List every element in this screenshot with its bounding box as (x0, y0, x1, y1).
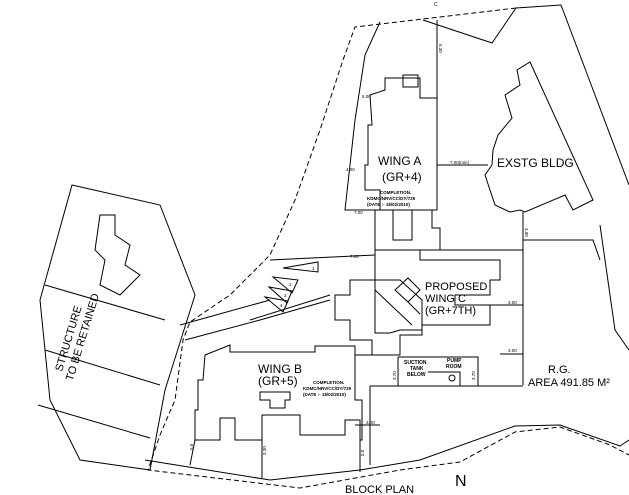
north-label: N (455, 473, 467, 490)
wing-b-side (355, 354, 398, 465)
marker-c: C (434, 2, 438, 8)
pump-label-2: ROOM (446, 364, 462, 370)
suction-label-2: TANK (410, 366, 424, 372)
wing-c-core (374, 279, 423, 334)
site-boundary-east (599, 224, 629, 351)
wing-b-floors: (GR+5) (258, 374, 298, 388)
dim-line-b50a (189, 439, 196, 466)
wing-c-lift-diamond (394, 277, 421, 315)
wing-a-connector (374, 210, 441, 251)
rg-label: R.G. (548, 364, 571, 376)
wing-c-building (334, 250, 501, 356)
existing-building (484, 61, 594, 213)
dim-a-600: 6.00 (362, 94, 371, 99)
parking-bay-1 (282, 261, 319, 273)
suction-label-1: SUCTION (404, 360, 427, 366)
parking-bay-4 (263, 296, 289, 313)
site-boundary-north (422, 4, 629, 186)
block-plan-title: BLOCK PLAN (345, 484, 414, 495)
wing-c-label-1: PROPOSED (425, 281, 487, 293)
wing-b-building (194, 344, 363, 441)
wing-b-core (259, 391, 291, 409)
wing-a-floors: (GR+4) (382, 170, 422, 184)
parking-number-4: 4 (280, 303, 283, 308)
retained-inner-block (94, 214, 141, 296)
dim-b-330: 3.30 (262, 446, 267, 455)
dim-c-300a: 3.00 (508, 300, 517, 305)
rg-area: AREA 491.85 M² (528, 377, 610, 389)
dim-p-370a: 3.70 (392, 371, 397, 380)
wing-a-note-2: KDMC/NRV/CC/DY/729 (367, 196, 416, 201)
dim-e-400: 4.00 (524, 228, 529, 237)
wing-c-floors: (GR+7TH) (425, 305, 476, 317)
site-boundary-south (144, 424, 629, 481)
wing-b-note-2: KDMC/NRV/CC/DY/729 (303, 386, 352, 391)
parking-number-1: 1 (312, 266, 315, 271)
dim-a-700min: 7.00(min) (450, 160, 470, 165)
dim-a-530: 5.30 (438, 44, 443, 53)
parking-bay-2 (271, 276, 299, 294)
dim-p-370b: 3.70 (471, 371, 476, 380)
parking-number-2: 2 (289, 282, 292, 287)
dim-b-50a: 5.0 (189, 443, 194, 450)
plot-boundary (147, 7, 629, 489)
dim-a-700: 7.00 (354, 210, 363, 215)
retained-structure (37, 184, 196, 471)
wing-a-note-3: (DATE :- 18/02/2010) (367, 202, 410, 207)
dim-c-700: 7.00 (350, 254, 359, 259)
dim-b-300: 3.00 (366, 420, 375, 425)
connector-road (179, 254, 376, 341)
existing-building-label: EXSTG BLDG (497, 156, 574, 170)
wing-a-note-1: COMPLETION. (380, 190, 411, 195)
dim-c-300b: 3.00 (508, 348, 517, 353)
parking-bay-3 (267, 286, 293, 304)
wing-a-building (364, 77, 438, 211)
dim-b-50b: 5.0 (360, 449, 365, 456)
wing-a-stair (402, 74, 419, 88)
wing-b-note-1: COMPLETION. (313, 380, 344, 385)
wing-b-note-3: (DATE :- 18/02/2010) (303, 392, 346, 397)
wing-a-label: WING A (378, 154, 421, 168)
suction-label-3: BELOW (407, 372, 426, 378)
wing-c-label-2: WING C (425, 293, 466, 305)
parking-number-3: 3 (284, 293, 287, 298)
retained-label: STRUCTURE TO BE RETAINED (53, 292, 102, 382)
dim-a-400: 4.00 (346, 167, 355, 172)
pump-symbol (448, 374, 456, 382)
rg-parcel (440, 239, 601, 385)
wing-b-label: WING B (258, 362, 302, 376)
pump-label-1: PUMP (447, 358, 462, 364)
